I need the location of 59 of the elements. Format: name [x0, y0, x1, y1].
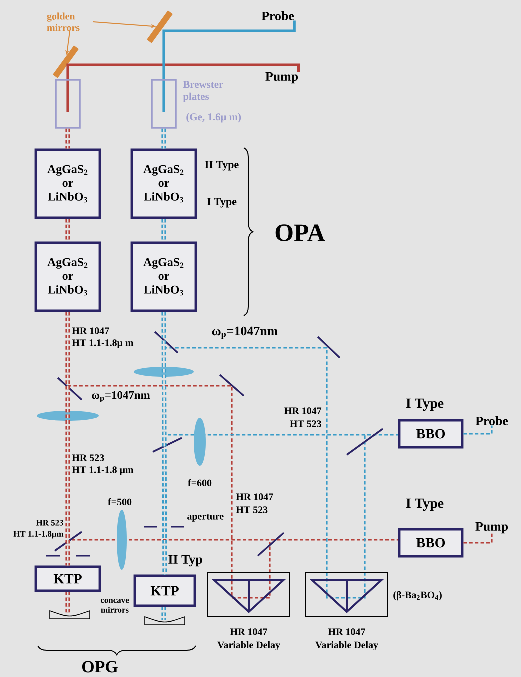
crystal-box: BBO — [398, 419, 464, 449]
text-label: f=500 — [108, 498, 132, 506]
component-caption: (β-Ba$_{2}$BO$_{4}$) — [394, 591, 442, 601]
laser-beam — [162, 312, 168, 575]
brewster-plate-box — [151, 79, 177, 129]
text-label: concave mirrors — [100, 599, 130, 613]
laser-beam — [464, 426, 493, 435]
laser-beam — [162, 128, 166, 149]
leader-text: golden mirrors — [47, 12, 80, 32]
component-caption: II Type — [205, 161, 239, 171]
crystal-box: AgGaS$_{2}$ or LiNbO$_{3}$ — [34, 242, 102, 312]
text-label: f=600 — [188, 479, 212, 487]
text-label: aperture — [188, 514, 224, 522]
beam-label: Pump — [476, 522, 508, 534]
component-caption: Variable Delay — [316, 641, 378, 651]
text-label: HT 1.1-1.8 μm — [72, 466, 134, 476]
golden-mirror — [53, 46, 79, 78]
beam-label: Probe — [262, 11, 294, 21]
crystal-box: AgGaS$_{2}$ or LiNbO$_{3}$ — [130, 148, 198, 220]
text-label: II Typ — [168, 555, 202, 567]
text-label: HR 1047 — [236, 494, 274, 500]
laser-beam — [162, 219, 166, 242]
text-label: HR 523 — [36, 520, 64, 526]
text-label: HR 1047 — [284, 408, 322, 414]
component-caption: (Ge, 1.6μ m) — [186, 113, 242, 123]
text-label: HT 1.1-1.8μ m — [72, 340, 134, 348]
section-label: OPA — [276, 224, 326, 242]
component-caption: Variable Delay — [218, 641, 280, 651]
crystal-box: AgGaS$_{2}$ or LiNbO$_{3}$ — [34, 148, 102, 220]
crystal-box: KTP — [134, 574, 196, 608]
crystal-box: AgGaS$_{2}$ or LiNbO$_{3}$ — [130, 242, 198, 312]
component-caption: HR 1047 — [230, 628, 268, 636]
delay-stage-box — [306, 572, 388, 618]
delay-stage-box — [208, 572, 290, 618]
text-label: HR 523 — [72, 454, 104, 462]
text-label: HT 1.1-1.8μm — [14, 531, 64, 539]
text-label: ω$_{p}$=1047nm — [212, 326, 278, 340]
laser-beam — [66, 312, 70, 566]
text-label: HT 523 — [290, 420, 322, 428]
laser-beam — [66, 219, 70, 242]
component-caption: I Type — [406, 398, 444, 412]
crystal-box: KTP — [34, 566, 102, 592]
laser-beam — [66, 128, 70, 149]
component-caption: I Type — [406, 498, 444, 512]
component-caption: HR 1047 — [328, 628, 366, 636]
crystal-box: BBO — [398, 528, 464, 558]
text-label: ω$_{p}$=1047nm — [92, 391, 150, 403]
beam-label: Pump — [266, 72, 298, 84]
golden-mirror — [147, 10, 173, 44]
laser-beam — [464, 534, 493, 544]
text-label: HR 1047 — [72, 328, 110, 334]
brewster-plate-box — [55, 79, 81, 129]
text-label: HT 523 — [236, 506, 268, 514]
laser-beam — [66, 64, 300, 80]
beam-label: Probe — [476, 416, 508, 426]
component-caption: Brewster plates — [183, 81, 224, 102]
section-label: OPG — [82, 661, 118, 673]
component-caption: I Type — [207, 198, 237, 208]
laser-beam — [162, 20, 296, 80]
